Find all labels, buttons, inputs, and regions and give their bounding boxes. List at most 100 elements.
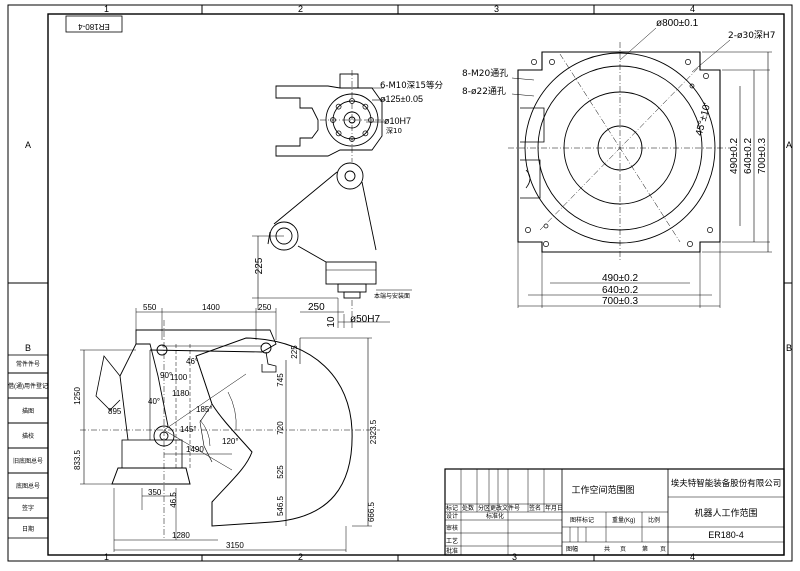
- ws-angle-120: 120°: [222, 437, 239, 446]
- ws-dim-1180: 1180: [172, 389, 190, 398]
- margin-label-tracing: 描图: [22, 407, 34, 415]
- sheet-label-page-a: 页: [620, 546, 626, 553]
- dim-250-wrist: 250: [308, 302, 325, 313]
- row-label-standard: 标准化: [486, 512, 504, 520]
- row-label-review: 审核: [446, 524, 458, 532]
- rev-header-count: 处数: [462, 504, 474, 512]
- ws-dim-350: 350: [148, 488, 162, 497]
- row-label-approve: 批准: [446, 547, 458, 555]
- zone-row-b-left: B: [25, 343, 31, 353]
- flange-view: [275, 70, 388, 162]
- ws-dim-1490: 1490: [186, 445, 204, 454]
- zone-row-b-right: B: [786, 343, 792, 353]
- rev-header-doc-no: 更改文件号: [490, 504, 520, 512]
- margin-label-old-base-no: 旧底图总号: [13, 457, 43, 465]
- flange-pcd-label: ø125±0.05: [380, 94, 423, 104]
- base-thread-holes: 8-M20通孔: [462, 68, 508, 79]
- ws-dim-1280: 1280: [172, 531, 190, 540]
- zone-col-1-bottom: 1: [104, 552, 109, 562]
- flange-pin-label: ø10H7: [384, 116, 411, 126]
- zone-col-3-top: 3: [494, 4, 499, 14]
- ws-dim-1250: 1250: [73, 387, 82, 405]
- dim-bore-50: ø50H7: [350, 314, 380, 325]
- row-label-process: 工艺: [446, 537, 458, 545]
- base-vdim-640: 640±0.2: [743, 138, 754, 175]
- drawing-number: ER180-4: [708, 530, 744, 540]
- ws-dim-895: 895: [108, 407, 122, 416]
- rev-header-sign: 签名: [529, 504, 541, 512]
- ws-dim-525: 525: [276, 465, 285, 479]
- workspace-labels: 550 1400 250 1250 895 1100 1180 40° 90° …: [73, 303, 378, 550]
- ws-angle-185: 185°: [196, 405, 213, 414]
- zone-col-3-bottom: 3: [512, 552, 517, 562]
- flange-thread-label: 6-M10深15等分: [380, 80, 443, 91]
- margin-label-borrowed: 借(通)用件登记: [8, 382, 48, 390]
- dim-225-wrist: 225: [254, 257, 265, 274]
- mount-face-note: 本端与安装面: [374, 292, 410, 300]
- title-block-text: 工作空间范围图 埃夫特智能装备股份有限公司 机器人工作范围 ER180-4 标记…: [446, 478, 781, 555]
- ws-dim-225: 225: [290, 345, 299, 359]
- base-vdim-490: 490±0.2: [729, 138, 740, 175]
- ws-dim-546: 546.5: [276, 495, 285, 516]
- flange-depth-label: 深10: [386, 126, 402, 135]
- row-label-design: 设计: [446, 512, 458, 520]
- margin-label-trace-check: 描校: [22, 432, 34, 440]
- zone-col-2-top: 2: [298, 4, 303, 14]
- workspace-view: [80, 308, 380, 552]
- left-margin-labels: 常件件号 借(通)用件登记 描图 描校 旧底图总号 底图总号 签字 日期: [8, 360, 48, 533]
- ws-dim-833: 833.5: [73, 449, 82, 470]
- sheet-label-total: 共: [604, 545, 610, 553]
- sheet-label-size: 图幅: [566, 545, 578, 553]
- ws-angle-40: 40°: [148, 397, 160, 406]
- base-hdim-490: 490±0.2: [602, 273, 639, 284]
- base-hdim-640: 640±0.2: [602, 285, 639, 296]
- drawing-name: 机器人工作范围: [694, 507, 757, 518]
- drawing-code-stamp: ER180-4: [78, 22, 110, 31]
- base-hdim-700: 700±0.3: [602, 296, 639, 307]
- ws-dim-250: 250: [258, 303, 272, 312]
- ws-dim-3150: 3150: [226, 541, 244, 550]
- ws-dim-550: 550: [143, 303, 157, 312]
- base-view: [508, 27, 772, 308]
- zone-col-4-top: 4: [690, 4, 695, 14]
- zone-row-a-left: A: [25, 140, 31, 150]
- base-outer-diameter: ø800±0.1: [656, 18, 699, 29]
- ws-angle-145: 145°: [180, 425, 197, 434]
- ws-angle-90: 90°: [160, 371, 172, 380]
- title-block: [444, 468, 785, 556]
- ws-dim-720: 720: [276, 421, 285, 435]
- base-vdim-700: 700±0.3: [757, 138, 768, 175]
- rev-header-mark: 标记: [446, 504, 458, 512]
- zone-col-4-bottom: 4: [690, 552, 695, 562]
- company-name: 埃夫特智能装备股份有限公司: [671, 478, 782, 488]
- zone-labels: 1 2 3 4 1 2 3 4 A B A B ER180-4: [25, 4, 792, 562]
- ws-dim-666: 666.5: [367, 501, 376, 522]
- zone-col-2-bottom: 2: [298, 552, 303, 562]
- wrist-side-labels: 225 250 10 ø50H7 本端与安装面: [254, 257, 410, 327]
- left-margin-table: [7, 354, 49, 539]
- rev-header-zone: 分区: [478, 504, 490, 512]
- ws-dim-1100: 1100: [170, 373, 188, 382]
- ws-dim-46: 46.5: [169, 492, 178, 508]
- margin-label-signature: 签字: [22, 504, 34, 512]
- stage-header-scale: 比例: [648, 516, 660, 524]
- stage-header-mark: 图样标记: [570, 516, 594, 524]
- base-through-holes: 8-ø22通孔: [462, 86, 506, 97]
- zone-col-1-top: 1: [104, 4, 109, 14]
- workspace-title: 工作空间范围图: [571, 484, 634, 495]
- ws-dim-1400: 1400: [202, 303, 220, 312]
- stage-header-weight: 重量(Kg): [612, 516, 635, 524]
- dim-10-wrist: 10: [326, 316, 337, 328]
- sheet-label-page-b: 页: [660, 546, 666, 553]
- flange-labels: 6-M10深15等分 ø125±0.05 ø10H7 深10: [380, 80, 443, 135]
- margin-label-part-no: 常件件号: [16, 360, 40, 368]
- margin-label-date: 日期: [22, 525, 34, 533]
- base-view-labels: ø800±0.1 2-ø30深H7 8-M20通孔 8-ø22通孔 45°±10…: [462, 18, 775, 307]
- base-pin-holes: 2-ø30深H7: [728, 30, 775, 41]
- wrist-side-view: [252, 162, 412, 330]
- margin-label-base-no: 底图总号: [16, 482, 40, 490]
- rev-header-date: 年月日: [545, 504, 563, 512]
- sheet-label-no: 第: [642, 545, 648, 553]
